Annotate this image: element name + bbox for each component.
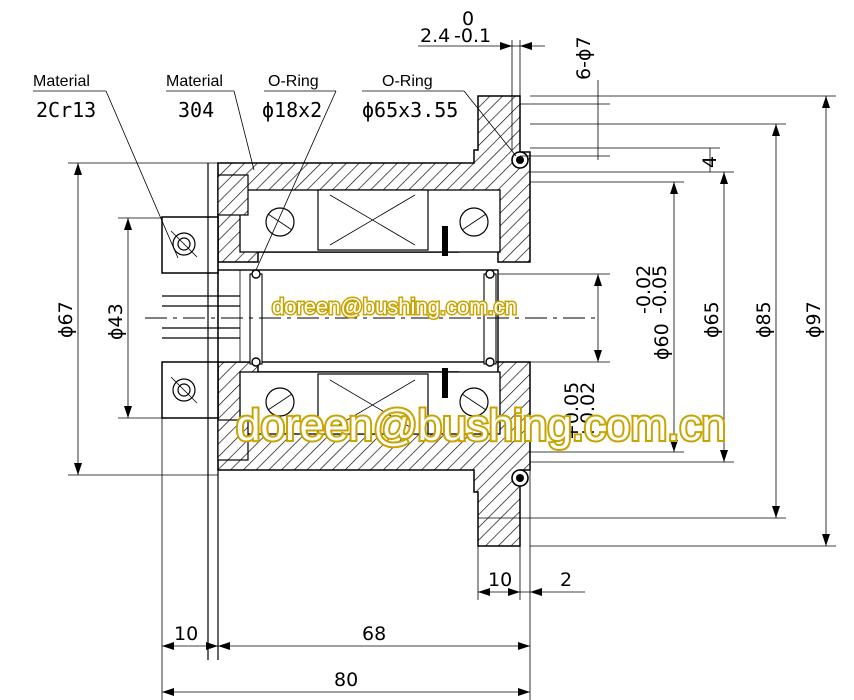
dim-len-68: 68 bbox=[362, 623, 386, 645]
oring-2-value: ϕ65x3.55 bbox=[362, 98, 458, 122]
dim-dia-60-tol-upper: -0.02 bbox=[633, 265, 655, 314]
dim-len-80: 80 bbox=[334, 669, 358, 691]
shaft-sleeve bbox=[217, 151, 529, 487]
oring-1-value: ϕ18x2 bbox=[262, 98, 322, 122]
dim-dia-85: ϕ85 bbox=[753, 301, 775, 338]
left-seal-ring bbox=[145, 163, 600, 660]
dim-flange-tol-lower: -0.1 bbox=[454, 25, 491, 47]
watermark-large: doreen@bushing.com.cn bbox=[236, 401, 726, 450]
dim-len-10-flange: 10 bbox=[488, 569, 512, 591]
material-2-value: 304 bbox=[178, 98, 214, 122]
dim-step-4: 4 bbox=[699, 156, 721, 168]
dim-len-10-left: 10 bbox=[174, 623, 198, 645]
dim-dia-67: ϕ67 bbox=[55, 301, 77, 338]
watermark-small: doreen@bushing.com.cn bbox=[272, 294, 517, 319]
oring-1-title: O-Ring bbox=[268, 73, 319, 90]
dimension-arrows bbox=[74, 42, 830, 696]
dim-dia-43: ϕ43 bbox=[105, 303, 127, 340]
material-1-title: Material bbox=[33, 73, 90, 90]
dim-len-2: 2 bbox=[560, 569, 572, 591]
dimension-lines bbox=[33, 40, 836, 700]
dim-dia-65: ϕ65 bbox=[701, 301, 723, 338]
dim-dia-60-tol-lower: -0.05 bbox=[649, 265, 671, 314]
dim-dia-60: ϕ60 bbox=[651, 323, 673, 360]
dim-dia-97: ϕ97 bbox=[803, 301, 825, 338]
dim-lower-tol-upper: +0.05 bbox=[561, 382, 583, 440]
ball-bearings bbox=[265, 207, 489, 417]
bearing-pocket bbox=[239, 189, 501, 435]
oring-2-title: O-Ring bbox=[382, 73, 433, 90]
material-2-title: Material bbox=[166, 73, 223, 90]
dim-flange-tol-upper: 0 bbox=[462, 8, 474, 30]
dim-flange-thickness: 2.4 bbox=[420, 25, 450, 47]
dim-holes: 6-ϕ7 bbox=[573, 36, 595, 80]
material-1-value: 2Cr13 bbox=[36, 98, 96, 122]
dim-lower-tol-lower: +0.02 bbox=[577, 382, 599, 440]
